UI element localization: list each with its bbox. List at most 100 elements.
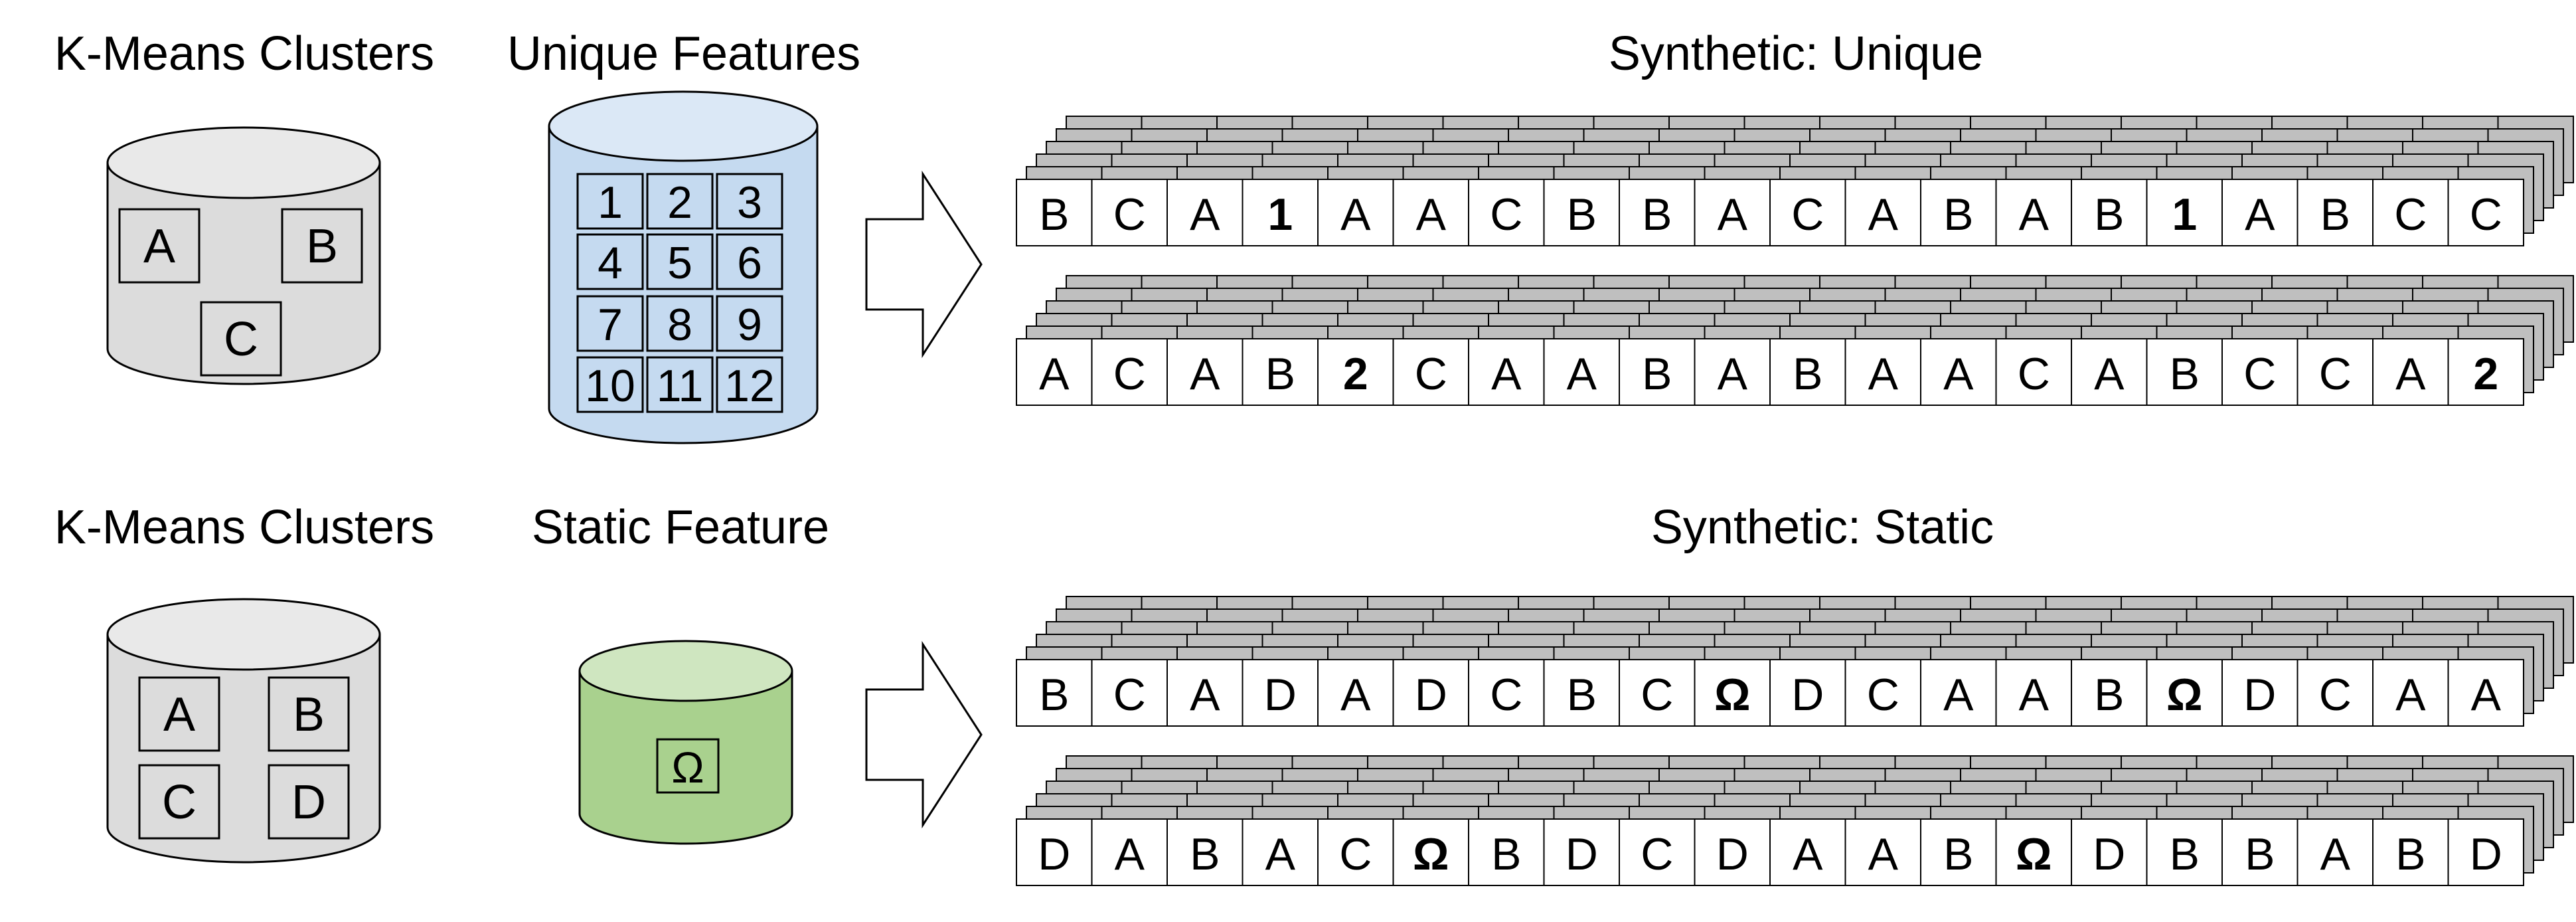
sequence-card: A xyxy=(1392,179,1469,246)
sequence-card: C xyxy=(1995,338,2072,406)
bottom-cluster-box-d: D xyxy=(268,764,350,840)
sequence-label: C xyxy=(2319,670,2352,720)
sequence-label: D xyxy=(1716,829,1749,879)
sequence-card: B xyxy=(1920,818,1997,886)
sequence-label: A xyxy=(1190,670,1220,720)
feature-cell: 7 xyxy=(576,295,644,352)
sequence-card: B xyxy=(2071,179,2148,246)
sequence-card: C xyxy=(1317,818,1394,886)
sequence-label: Ω xyxy=(1714,670,1751,720)
feature-cell: 9 xyxy=(716,295,783,352)
sequence-card: A xyxy=(2071,338,2148,406)
sequence-card: D xyxy=(1392,659,1469,727)
sequence-card: B xyxy=(2372,818,2449,886)
sequence-card: B xyxy=(2071,659,2148,727)
sequence-card: D xyxy=(1016,818,1093,886)
sequence-label: C xyxy=(1113,349,1146,399)
sequence-card: Ω xyxy=(2146,659,2223,727)
sequence-card: A xyxy=(2221,179,2298,246)
feature-cell: 1 xyxy=(576,173,644,230)
bottom-cluster-box-b: B xyxy=(268,676,350,752)
sequence-label: A xyxy=(1115,829,1145,879)
sequence-card: C xyxy=(2372,179,2449,246)
feature-cell: 4 xyxy=(576,233,644,290)
feature-cell: 3 xyxy=(716,173,783,230)
sequence-card: B xyxy=(2146,818,2223,886)
sequence-card: B xyxy=(1242,338,1319,406)
sequence-label: A xyxy=(2019,670,2050,720)
top-arrow xyxy=(865,170,983,359)
sequence-label: A xyxy=(1265,829,1296,879)
feature-label: 7 xyxy=(598,300,623,350)
sequence-card: A xyxy=(1694,179,1771,246)
sequence-card: C xyxy=(2296,659,2374,727)
sequence-label: B xyxy=(1190,829,1220,879)
sequence-label: D xyxy=(1415,670,1447,720)
sequence-label: B xyxy=(2094,670,2124,720)
sequence-label: A xyxy=(1190,349,1220,399)
feature-cell: 2 xyxy=(646,173,714,230)
sequence-label: B xyxy=(2395,829,2425,879)
cluster-label: A xyxy=(163,688,195,741)
bottom-arrow xyxy=(865,640,983,829)
cluster-label: D xyxy=(291,776,326,829)
sequence-card: B xyxy=(1769,338,1846,406)
sequence-label: B xyxy=(1567,189,1597,240)
sequence-label: 1 xyxy=(1267,189,1293,240)
feature-label: 4 xyxy=(598,238,623,288)
sequence-card: C xyxy=(1619,818,1696,886)
feature-cell: 6 xyxy=(716,233,783,290)
sequence-card: D xyxy=(1242,659,1319,727)
sequence-label: D xyxy=(1264,670,1297,720)
feature-label: 10 xyxy=(585,361,635,411)
sequence-label: C xyxy=(1791,189,1824,240)
sequence-label: 2 xyxy=(2473,349,2498,399)
sequence-card: A xyxy=(1167,338,1244,406)
sequence-card: D xyxy=(1543,818,1620,886)
sequence-card: D xyxy=(2071,818,2148,886)
sequence-card: C xyxy=(1091,179,1168,246)
sequence-card: 1 xyxy=(1242,179,1319,246)
sequence-card: C xyxy=(1392,338,1469,406)
sequence-label: A xyxy=(1718,349,1748,399)
sequence-label: A xyxy=(1943,349,1974,399)
sequence-label: C xyxy=(2018,349,2050,399)
sequence-card: 2 xyxy=(1317,338,1394,406)
sequence-label: A xyxy=(2245,189,2275,240)
sequence-card: A xyxy=(1769,818,1846,886)
sequence-card: C xyxy=(1468,659,1545,727)
sequence-label: D xyxy=(1566,829,1598,879)
sequence-card: B xyxy=(1016,659,1093,727)
sequence-label: C xyxy=(1415,349,1447,399)
sequence-card: A xyxy=(1091,818,1168,886)
sequence-card: C xyxy=(1619,659,1696,727)
sequence-card: D xyxy=(2447,818,2524,886)
sequence-label: C xyxy=(1490,670,1522,720)
sequence-card: D xyxy=(1694,818,1771,886)
sequence-label: C xyxy=(1339,829,1372,879)
sequence-label: A xyxy=(2320,829,2351,879)
sequence-label: A xyxy=(1190,189,1220,240)
feature-label: 12 xyxy=(724,361,775,411)
sequence-card: B xyxy=(1619,179,1696,246)
sequence-label: B xyxy=(1943,829,1973,879)
sequence-label: A xyxy=(1491,349,1522,399)
sequence-card: D xyxy=(1769,659,1846,727)
sequence-label: Ω xyxy=(1413,829,1449,879)
sequence-label: Ω xyxy=(2016,829,2052,879)
sequence-label: 1 xyxy=(2172,189,2197,240)
cluster-label: A xyxy=(143,220,175,273)
sequence-label: A xyxy=(2395,670,2426,720)
feature-label: 8 xyxy=(667,300,692,350)
feature-label: 6 xyxy=(737,238,762,288)
cluster-label: B xyxy=(293,688,325,741)
sequence-label: B xyxy=(1491,829,1521,879)
top-synthetic-title: Synthetic: Unique xyxy=(1609,27,1983,80)
sequence-label: C xyxy=(2243,349,2276,399)
sequence-card: B xyxy=(2146,338,2223,406)
sequence-card: A xyxy=(1995,659,2072,727)
